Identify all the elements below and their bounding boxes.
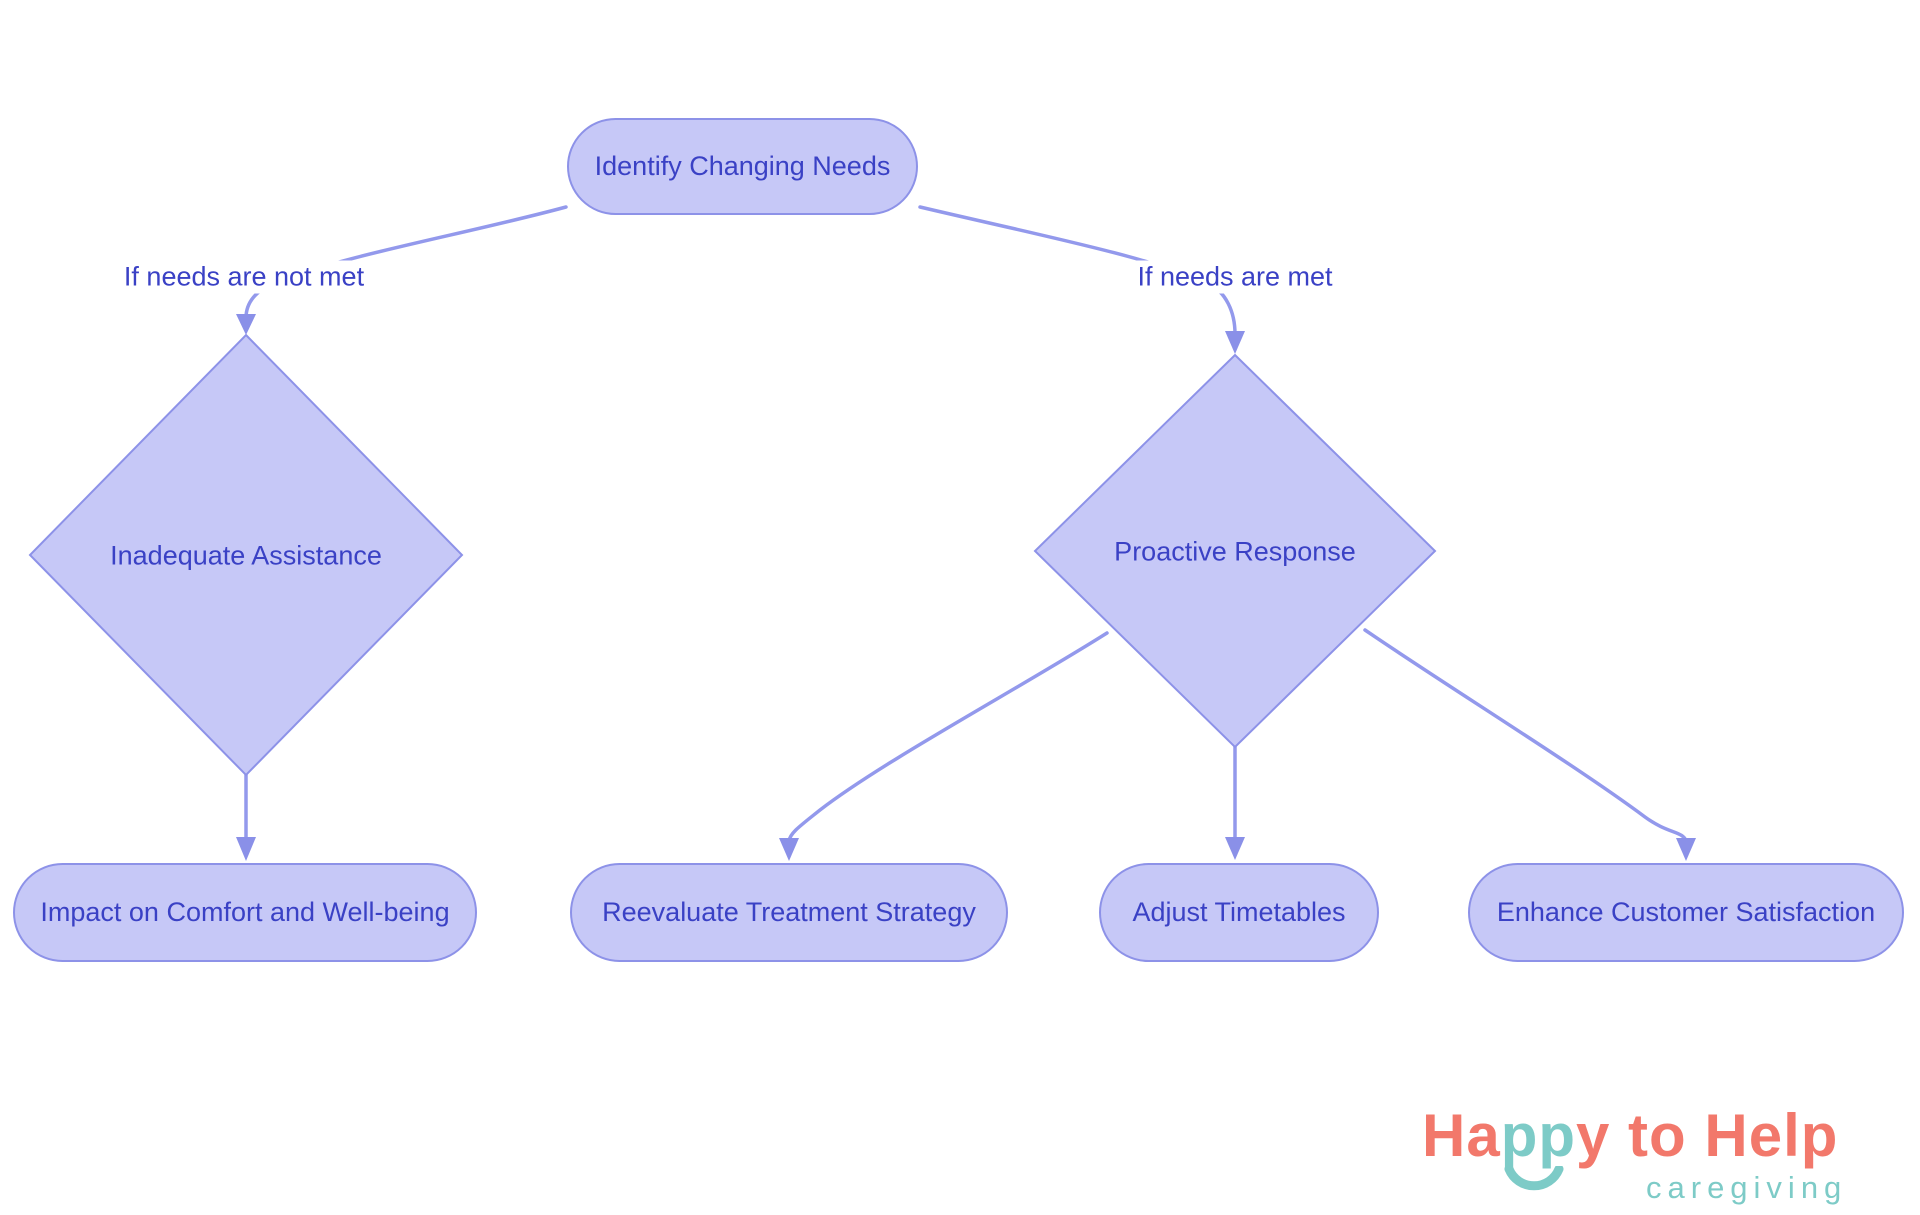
node-reevaluate-treatment-strategy: Reevaluate Treatment Strategy <box>570 863 1008 962</box>
arrowhead-inadequate <box>236 314 256 335</box>
arrowhead-adjust <box>1225 837 1245 860</box>
arrowhead-impact <box>236 837 256 861</box>
node-identify-changing-needs: Identify Changing Needs <box>567 118 918 215</box>
node-adjust-timetables: Adjust Timetables <box>1099 863 1379 962</box>
arrowhead-enhance <box>1676 838 1696 861</box>
logo-wordmark: Happy to Help <box>1422 1106 1904 1166</box>
edge-label-needs-not-met: If needs are not met <box>119 260 369 294</box>
logo-text-help: Help <box>1704 1102 1839 1169</box>
logo-text-to: to <box>1610 1102 1705 1169</box>
happy-to-help-logo: Happy to Help caregiving <box>1422 1106 1904 1206</box>
label-proactive-response: Proactive Response <box>1114 536 1356 567</box>
node-impact-on-comfort: Impact on Comfort and Well-being <box>13 863 477 962</box>
node-enhance-customer-satisfaction: Enhance Customer Satisfaction <box>1468 863 1904 962</box>
arrowhead-proactive <box>1225 331 1245 354</box>
logo-subtitle: caregiving <box>1646 1170 1848 1205</box>
edge-proactive-to-reevaluate <box>787 631 1109 843</box>
logo-text-pp: pp <box>1500 1102 1577 1169</box>
diamond-proactive-response <box>1033 353 1437 749</box>
logo-text-y: y <box>1576 1102 1611 1169</box>
smile-icon <box>1504 1166 1564 1191</box>
label-inadequate-assistance: Inadequate Assistance <box>110 540 382 571</box>
diamond-inadequate-assistance <box>28 333 464 777</box>
edge-proactive-to-enhance <box>1363 628 1688 843</box>
arrowhead-reevaluate <box>779 838 799 861</box>
edge-label-needs-met: If needs are met <box>1133 260 1337 294</box>
logo-text-ha: Ha <box>1422 1102 1501 1169</box>
